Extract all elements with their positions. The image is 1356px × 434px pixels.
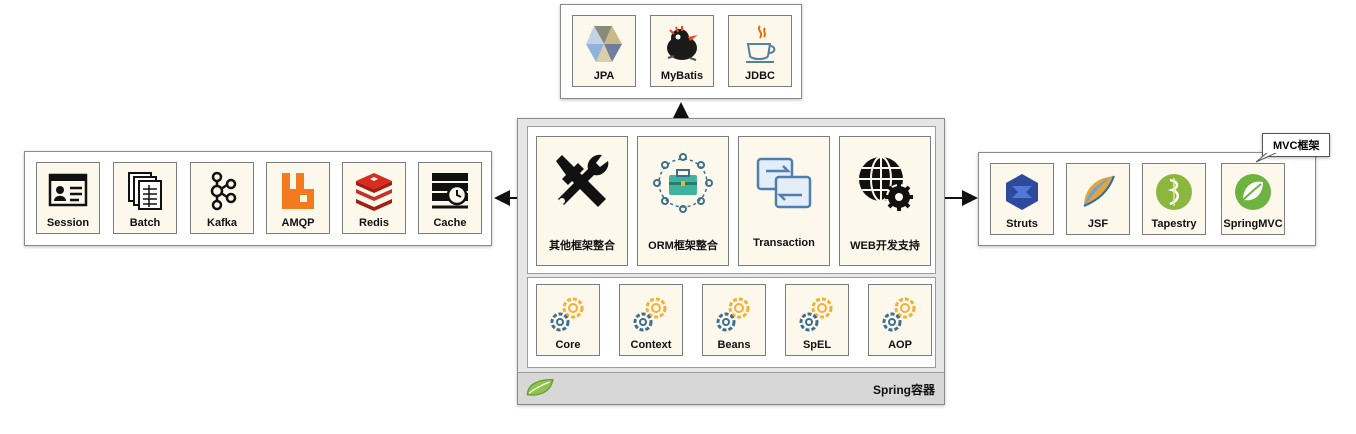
- mybatis-bird-icon: [667, 26, 698, 61]
- spring-leaf-icon: [1235, 174, 1271, 210]
- mybatis-label: MyBatis: [660, 70, 704, 82]
- spring-container-footer: Spring容器: [518, 372, 944, 404]
- kafka-icon: [210, 171, 237, 211]
- session-card[interactable]: Session: [36, 162, 100, 234]
- orm-integration-label: ORM框架整合: [648, 240, 718, 252]
- struts-icon: [1006, 174, 1038, 210]
- tapestry-label: Tapestry: [1151, 218, 1197, 230]
- core-module-card[interactable]: Core: [536, 284, 600, 356]
- struts-card[interactable]: Struts: [990, 163, 1054, 235]
- amqp-card[interactable]: AMQP: [266, 162, 330, 234]
- transaction-label: Transaction: [753, 237, 815, 249]
- aop-module-card[interactable]: AOP: [868, 284, 932, 356]
- springmvc-label: SpringMVC: [1223, 218, 1283, 230]
- session-label: Session: [46, 217, 90, 229]
- jpa-label: JPA: [593, 70, 615, 82]
- beans-module-card[interactable]: Beans: [702, 284, 766, 356]
- mvc-callout: MVC框架: [1262, 133, 1331, 157]
- tapestry-icon: [1156, 174, 1192, 210]
- redis-icon: [356, 173, 392, 211]
- tools-icon: [556, 154, 609, 207]
- integration-panel: 其他框架整合 ORM框架整合: [527, 126, 936, 274]
- jpa-icon: [586, 26, 622, 62]
- java-cup-icon: [746, 25, 776, 63]
- jsf-card[interactable]: JSF: [1066, 163, 1130, 235]
- batch-card[interactable]: Batch: [113, 162, 177, 234]
- batch-label: Batch: [129, 217, 161, 229]
- transaction-card[interactable]: Transaction: [738, 136, 830, 266]
- batch-documents-icon: [128, 172, 162, 210]
- rabbitmq-icon: [282, 173, 314, 209]
- kafka-card[interactable]: Kafka: [190, 162, 254, 234]
- jpa-card[interactable]: JPA: [572, 15, 636, 87]
- globe-gear-icon: [859, 156, 913, 211]
- cache-server-icon: [432, 173, 468, 209]
- spring-container-label: Spring容器: [873, 383, 935, 397]
- jdbc-label: JDBC: [745, 70, 775, 82]
- aop-label: AOP: [888, 339, 912, 351]
- spel-label: SpEL: [802, 339, 832, 351]
- spring-leaf-icon: [526, 378, 554, 396]
- jsf-icon: [1083, 175, 1115, 207]
- web-support-card[interactable]: WEB开发支持: [839, 136, 931, 266]
- session-window-icon: [48, 173, 88, 207]
- spel-module-card[interactable]: SpEL: [785, 284, 849, 356]
- context-module-card[interactable]: Context: [619, 284, 683, 356]
- gears-icon: [799, 297, 833, 332]
- transaction-icon: [756, 157, 812, 209]
- struts-label: Struts: [1006, 218, 1038, 230]
- amqp-label: AMQP: [281, 217, 315, 229]
- mvc-frameworks-group: Struts JSF Tapestry SpringMVC: [978, 152, 1316, 246]
- jsf-label: JSF: [1087, 218, 1109, 230]
- orm-integration-card[interactable]: ORM框架整合: [637, 136, 729, 266]
- redis-label: Redis: [359, 217, 389, 229]
- springmvc-card[interactable]: SpringMVC: [1221, 163, 1285, 235]
- other-frameworks-card[interactable]: 其他框架整合: [536, 136, 628, 266]
- spring-container: 其他框架整合 ORM框架整合: [517, 118, 945, 405]
- other-frameworks-label: 其他框架整合: [549, 240, 615, 252]
- mybatis-card[interactable]: MyBatis: [650, 15, 714, 87]
- gears-icon: [550, 297, 584, 332]
- tapestry-card[interactable]: Tapestry: [1142, 163, 1206, 235]
- kafka-label: Kafka: [207, 217, 237, 229]
- core-modules-panel: Core Context Beans: [527, 277, 936, 368]
- other-frameworks-group: Session Batch Kafka AMQP: [24, 151, 492, 246]
- redis-card[interactable]: Redis: [342, 162, 406, 234]
- beans-label: Beans: [717, 339, 751, 351]
- toolbox-network-icon: [653, 153, 713, 213]
- core-label: Core: [555, 339, 581, 351]
- cache-card[interactable]: Cache: [418, 162, 482, 234]
- gears-icon: [882, 297, 916, 332]
- context-label: Context: [630, 339, 672, 351]
- gears-icon: [716, 297, 750, 332]
- web-support-label: WEB开发支持: [850, 240, 920, 252]
- gears-icon: [633, 297, 667, 332]
- cache-label: Cache: [433, 217, 467, 229]
- orm-frameworks-group: JPA MyBatis JDBC: [560, 4, 802, 99]
- jdbc-card[interactable]: JDBC: [728, 15, 792, 87]
